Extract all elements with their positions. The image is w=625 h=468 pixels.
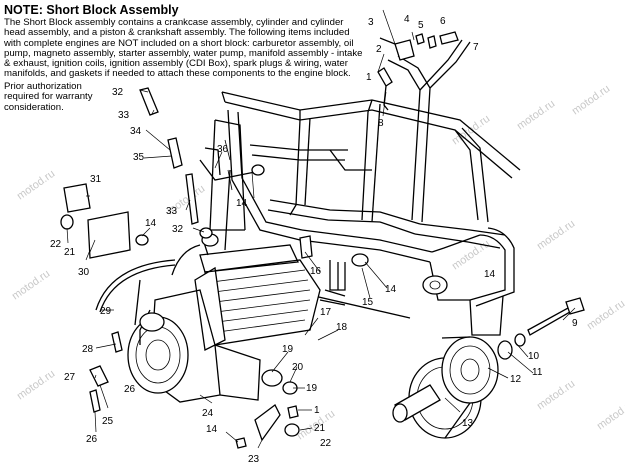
callout-32: 32 bbox=[172, 224, 184, 235]
callout-10: 10 bbox=[528, 351, 540, 362]
callout-2: 2 bbox=[376, 44, 382, 55]
linkage-drawing bbox=[377, 31, 459, 111]
note-block: NOTE: Short Block Assembly The Short Blo… bbox=[4, 3, 364, 80]
watermark: motod.ru bbox=[585, 298, 625, 333]
callout-12: 12 bbox=[510, 374, 522, 385]
callout-1: 1 bbox=[314, 405, 320, 416]
callout-34: 34 bbox=[130, 126, 142, 137]
watermark: motod.ru bbox=[595, 398, 625, 433]
callout-32: 32 bbox=[112, 87, 124, 98]
watermark: motod.ru bbox=[15, 368, 57, 403]
watermark: motod.ru bbox=[15, 168, 57, 203]
callout-23: 23 bbox=[248, 454, 260, 465]
leader-lines bbox=[66, 9, 576, 449]
callout-29: 29 bbox=[100, 306, 112, 317]
callout-33: 33 bbox=[166, 206, 178, 217]
watermark: motod.ru bbox=[10, 268, 52, 303]
callout-14: 14 bbox=[206, 424, 218, 435]
clutch-drawing bbox=[392, 297, 585, 439]
callout-21: 21 bbox=[314, 423, 326, 434]
left-parts-drawing bbox=[60, 87, 369, 413]
callout-11: 11 bbox=[532, 367, 543, 378]
watermark: motod.ru bbox=[570, 83, 612, 118]
callout-30: 30 bbox=[78, 267, 90, 278]
callout-5: 5 bbox=[418, 20, 424, 31]
callout-14: 14 bbox=[145, 218, 157, 229]
callout-24: 24 bbox=[202, 408, 214, 419]
frame-drawing bbox=[209, 39, 521, 336]
callout-4: 4 bbox=[404, 14, 410, 25]
callout-36: 36 bbox=[217, 144, 229, 155]
callout-14: 14 bbox=[236, 198, 248, 209]
callout-6: 6 bbox=[440, 16, 446, 27]
engine-drawing bbox=[127, 229, 321, 403]
callout-17: 17 bbox=[320, 307, 332, 318]
watermark-layer: motod.ru motod.ru motod.ru motod.ru moto… bbox=[10, 83, 625, 443]
watermark: motod.ru bbox=[515, 98, 557, 133]
watermark: motod.ru bbox=[535, 218, 577, 253]
note-authorization: Prior authorization required for warrant… bbox=[4, 81, 93, 113]
callout-1: 1 bbox=[366, 72, 372, 83]
callout-22: 22 bbox=[320, 438, 332, 449]
callout-28: 28 bbox=[82, 344, 94, 355]
callout-21: 21 bbox=[64, 247, 76, 258]
callout-20: 20 bbox=[292, 362, 304, 373]
callout-31: 31 bbox=[90, 174, 102, 185]
callout-7: 7 bbox=[473, 42, 479, 53]
callout-26: 26 bbox=[124, 384, 136, 395]
callout-3: 3 bbox=[368, 17, 374, 28]
callouts: 3 4 5 6 7 2 1 8 32 33 34 35 36 14 31 14 … bbox=[50, 14, 578, 465]
watermark: motod.ru bbox=[535, 378, 577, 413]
callout-19: 19 bbox=[306, 383, 318, 394]
callout-8: 8 bbox=[378, 118, 384, 129]
callout-16: 16 bbox=[310, 266, 322, 277]
callout-15: 15 bbox=[362, 297, 374, 308]
callout-22: 22 bbox=[50, 239, 62, 250]
callout-19: 19 bbox=[282, 344, 294, 355]
callout-35: 35 bbox=[133, 152, 145, 163]
callout-33: 33 bbox=[118, 110, 130, 121]
callout-27: 27 bbox=[64, 372, 76, 383]
callout-18: 18 bbox=[336, 322, 348, 333]
note-body: The Short Block assembly contains a cran… bbox=[4, 17, 363, 80]
callout-26: 26 bbox=[86, 434, 98, 445]
callout-14: 14 bbox=[484, 269, 496, 280]
callout-9: 9 bbox=[572, 318, 578, 329]
callout-14: 14 bbox=[385, 284, 397, 295]
callout-25: 25 bbox=[102, 416, 114, 427]
note-title: NOTE: Short Block Assembly bbox=[4, 3, 179, 17]
callout-13: 13 bbox=[462, 418, 474, 429]
